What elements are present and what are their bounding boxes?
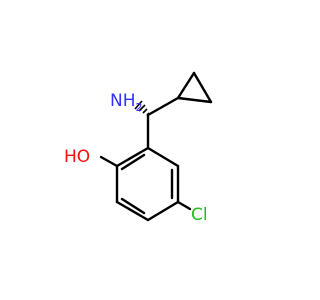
amine-label: NH2: [110, 91, 143, 114]
molecule-canvas: NH2 HO Cl: [64, 71, 213, 225]
bond-cp-c: [176, 71, 196, 100]
bond-chiral-to-cyclopropyl: [146, 96, 180, 117]
chlorine-label: Cl: [191, 205, 208, 225]
bond-ring-to-hydroxyl: [99, 155, 119, 168]
hydroxyl-label: HO: [64, 147, 90, 167]
bond-ring-to-chlorine: [176, 200, 192, 211]
bond-c4-c5-inner: [120, 197, 146, 215]
cyclopropyl-ring: [176, 71, 213, 104]
benzene-ring: [115, 146, 180, 222]
bond-c6-c1-inner: [120, 153, 146, 171]
bond-cp-a: [176, 96, 213, 104]
bond-c3-c4: [146, 200, 180, 222]
structure-diagram: NH2 HO Cl: [64, 71, 213, 225]
bond-cp-b: [192, 71, 213, 104]
bond-c1-c2: [146, 146, 180, 168]
bond-c6-c1: [115, 146, 150, 168]
bond-c4-c5: [115, 200, 150, 222]
